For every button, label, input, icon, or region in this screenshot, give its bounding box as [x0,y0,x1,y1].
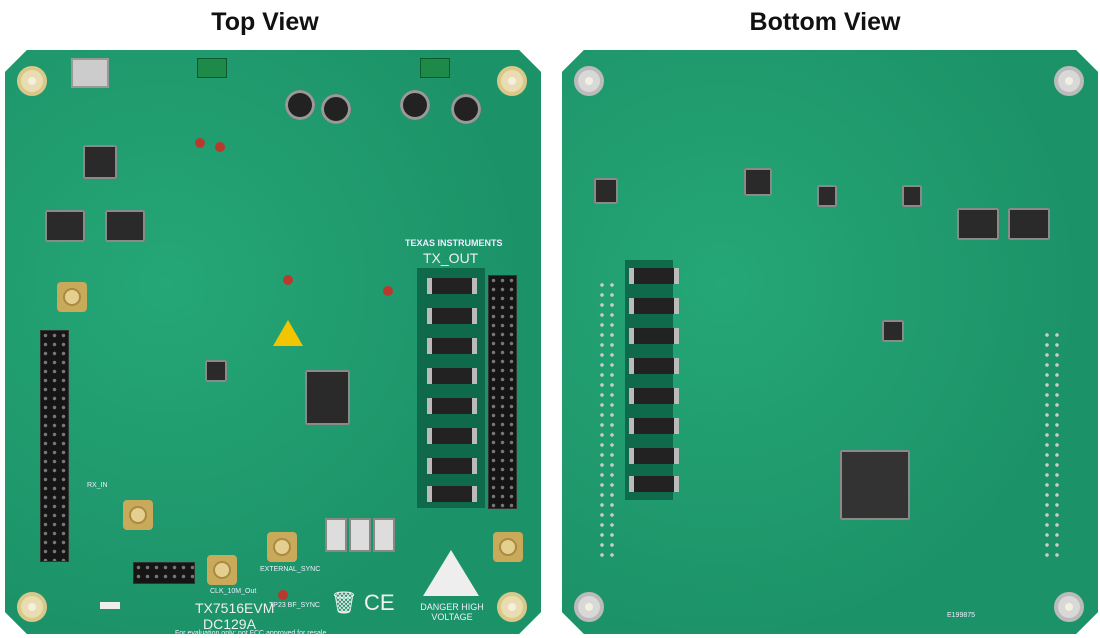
capacitor [400,90,430,120]
label-patch [100,602,120,609]
diode-area [625,260,673,500]
diode [427,308,477,324]
diode [427,428,477,444]
ic-chip [882,320,904,342]
capacitor [321,94,351,124]
high-voltage-warning-icon [423,550,479,596]
diode [629,448,679,464]
usb-connector [71,58,109,88]
diode [629,476,679,492]
diode [629,418,679,434]
ic-chip [305,370,350,425]
disclaimer: For evaluation only; not FCC approved fo… [175,630,329,637]
tx-out-label: TX_OUT [423,250,479,266]
ic-chip [1008,208,1050,240]
diode [427,338,477,354]
transistor [817,185,837,207]
warning-text: DANGER HIGH VOLTAGE [420,602,484,622]
test-point [195,138,205,148]
sma-connector [57,282,87,312]
mounting-hole [17,66,47,96]
hot-surface-warning-icon [273,320,303,346]
capacitor [285,90,315,120]
rx-label: RX_IN [87,482,108,489]
test-point [383,286,393,296]
through-hole-pads [597,280,617,560]
push-button [325,518,347,552]
transistor [744,168,772,196]
diode [427,398,477,414]
transistor [902,185,922,207]
top-view-board: TX_OUT TEXAS INSTRUMENTS RX_IN EXTERNAL_… [5,50,541,634]
ic-chip [45,210,85,242]
ic-chip [83,145,117,179]
sma-connector [123,500,153,530]
external-sync-label: EXTERNAL_SYNC [260,566,321,573]
ic-chip [205,360,227,382]
ti-logo: TEXAS INSTRUMENTS [405,238,503,248]
mounting-hole [17,592,47,622]
tx-out-area [417,268,485,508]
diode [629,268,679,284]
diode [629,298,679,314]
test-point [278,590,288,600]
diode [629,328,679,344]
diode [427,458,477,474]
test-point [283,275,293,285]
ce-mark-icon: 🗑 CE [330,590,395,615]
sma-connector [207,555,237,585]
test-point-label: TP23 BF_SYNC [269,602,320,609]
diode [629,358,679,374]
pin-header [488,275,517,509]
board-code: DC129A [203,616,256,632]
transistor [594,178,618,204]
board-name: TX7516EVM [195,600,275,616]
mounting-hole [497,66,527,96]
through-hole-pads [1042,330,1062,560]
sma-connector [267,532,297,562]
test-point [215,142,225,152]
bottom-view-board: E199875 [562,50,1098,634]
capacitor [451,94,481,124]
clk-out-label: CLK_10M_Out [210,588,257,595]
mounting-hole [1054,592,1084,622]
pin-header [40,330,69,562]
pin-header [133,562,195,584]
diode [427,486,477,502]
ic-chip [105,210,145,242]
ic-chip [957,208,999,240]
top-view-title: Top View [211,8,319,36]
fpga-chip [840,450,910,520]
diode [629,388,679,404]
push-button [349,518,371,552]
bottom-view-title: Bottom View [749,8,901,36]
serial-number: E199875 [947,612,976,619]
terminal-block [420,58,450,78]
diode [427,278,477,294]
mounting-hole [497,592,527,622]
diode [427,368,477,384]
mounting-hole [574,592,604,622]
push-button [373,518,395,552]
mounting-hole [1054,66,1084,96]
terminal-block [197,58,227,78]
sma-connector [493,532,523,562]
mounting-hole [574,66,604,96]
